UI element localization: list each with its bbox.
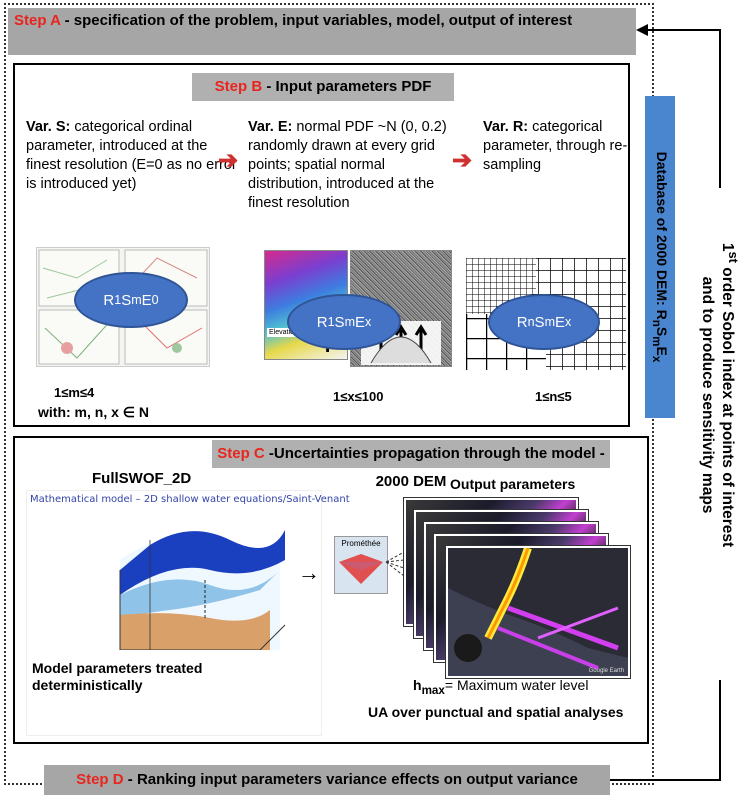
step-b-text: - Input parameters PDF xyxy=(262,78,432,95)
step-c-banner: Step C -Uncertainties propagation throug… xyxy=(212,440,610,490)
step-b-box xyxy=(13,63,630,427)
step-a-tag: Step A xyxy=(14,12,61,29)
var-s-desc: categorical ordinal parameter, introduce… xyxy=(26,119,237,192)
range-x: 1≤x≤100 xyxy=(333,389,384,404)
step-c-text: -Uncertainties propagation through the m… xyxy=(264,445,605,490)
elevation-label: Elevation (m) xyxy=(267,328,313,337)
flood-map-icon xyxy=(448,548,628,676)
feedback-loop-arrow xyxy=(610,24,721,781)
ellipse-1-sub3: 0 xyxy=(151,293,159,307)
ellipse-2-sub3: x xyxy=(365,315,372,329)
step-a-text: - specification of the problem, input va… xyxy=(60,12,573,29)
sobol-line1-post: order Sobol index at points of interest xyxy=(718,262,736,548)
google-earth-label: Google Earth xyxy=(588,668,624,674)
sobol-line2: and to produce sensitivity maps xyxy=(698,276,716,514)
arrow-right-icon-3: → xyxy=(298,560,320,585)
ellipse-2-sub2: m xyxy=(344,315,355,329)
step-c-box xyxy=(13,436,649,744)
sobol-line1-sup: st xyxy=(726,251,742,263)
database-bar: Database of 2000 DEM: RnSmEx xyxy=(645,96,675,418)
ua-text: UA over punctual and spatial analyses xyxy=(368,704,624,720)
ellipse-3-base: R xyxy=(516,313,528,331)
ellipse-1-end: E xyxy=(141,291,152,309)
var-e-desc: normal PDF ~N (0, 0.2) randomly drawn at… xyxy=(248,119,447,211)
step-b-tag: Step B xyxy=(214,78,263,95)
arrow-right-icon-2: ➔ xyxy=(452,147,473,174)
var-r-text: Var. R: categorical parameter, through r… xyxy=(483,118,633,175)
math-model-title: Mathematical model – 2D shallow water eq… xyxy=(30,494,350,505)
var-s-name: Var. S: xyxy=(26,119,71,135)
var-r-desc: categorical parameter, through re-sampli… xyxy=(483,119,628,173)
hmax-desc: = Maximum water level xyxy=(444,677,589,693)
surface-icon xyxy=(339,554,383,584)
with-text: with: m, n, x ∈ N xyxy=(38,404,149,420)
step-d-tag: Step D xyxy=(76,771,124,788)
ellipse-3-mid: S xyxy=(534,313,545,331)
ellipse-2-end: E xyxy=(354,313,365,331)
ellipse-1-mid: S xyxy=(121,291,132,309)
output-map-main: Google Earth xyxy=(446,546,630,678)
ellipse-2-sub1: 1 xyxy=(327,315,335,329)
ellipse-1-sub2: m xyxy=(131,293,142,307)
var-s-text: Var. S: categorical ordinal parameter, i… xyxy=(26,118,240,194)
hmax-text: hmax= Maximum water level xyxy=(413,677,588,697)
hmax-sub: max xyxy=(421,683,445,697)
water-block-icon xyxy=(119,530,286,651)
ellipse-3-sub2: m xyxy=(544,315,555,329)
promethee-label: Prométhée xyxy=(341,539,381,548)
sobol-line1-pre: 1 xyxy=(718,242,736,252)
step-c-tag: Step C xyxy=(217,445,265,462)
step-d-banner: Step D - Ranking input parameters varian… xyxy=(44,765,610,795)
ellipse-3-end: E xyxy=(554,313,565,331)
promethee-box: Prométhée xyxy=(334,536,388,594)
ellipse-2-mid: S xyxy=(334,313,345,331)
model-name: FullSWOF_2D xyxy=(92,470,192,487)
ellipse-3-sub3: x xyxy=(565,315,572,329)
arrow-right-icon-1: ➔ xyxy=(218,147,239,174)
sobol-label: 1st order Sobol index at points of inter… xyxy=(690,185,750,605)
ellipse-1-sub1: 1 xyxy=(114,293,122,307)
var-r-name: Var. R: xyxy=(483,119,529,135)
step-b-banner: Step B - Input parameters PDF xyxy=(192,73,454,101)
hmax-symbol: h xyxy=(413,677,422,693)
model-params-text: Model parameters treated deterministical… xyxy=(32,660,203,693)
var-e-name: Var. E: xyxy=(248,119,293,135)
var-e-text: Var. E: normal PDF ~N (0, 0.2) randomly … xyxy=(248,118,448,213)
ellipse-2-base: R xyxy=(316,313,328,331)
range-n: 1≤n≤5 xyxy=(535,389,572,404)
range-m: 1≤m≤4 xyxy=(54,385,95,400)
sobol-text: 1st order Sobol index at points of inter… xyxy=(697,243,743,547)
step-a-banner: Step A - specification of the problem, i… xyxy=(8,8,636,55)
ellipse-3-sub1: n xyxy=(527,315,535,329)
ellipse-1-base: R xyxy=(103,291,115,309)
output-params-title: Output parameters xyxy=(450,476,576,492)
step-d-text: - Ranking input parameters variance effe… xyxy=(123,771,578,788)
shallow-water-diagram xyxy=(110,510,290,651)
